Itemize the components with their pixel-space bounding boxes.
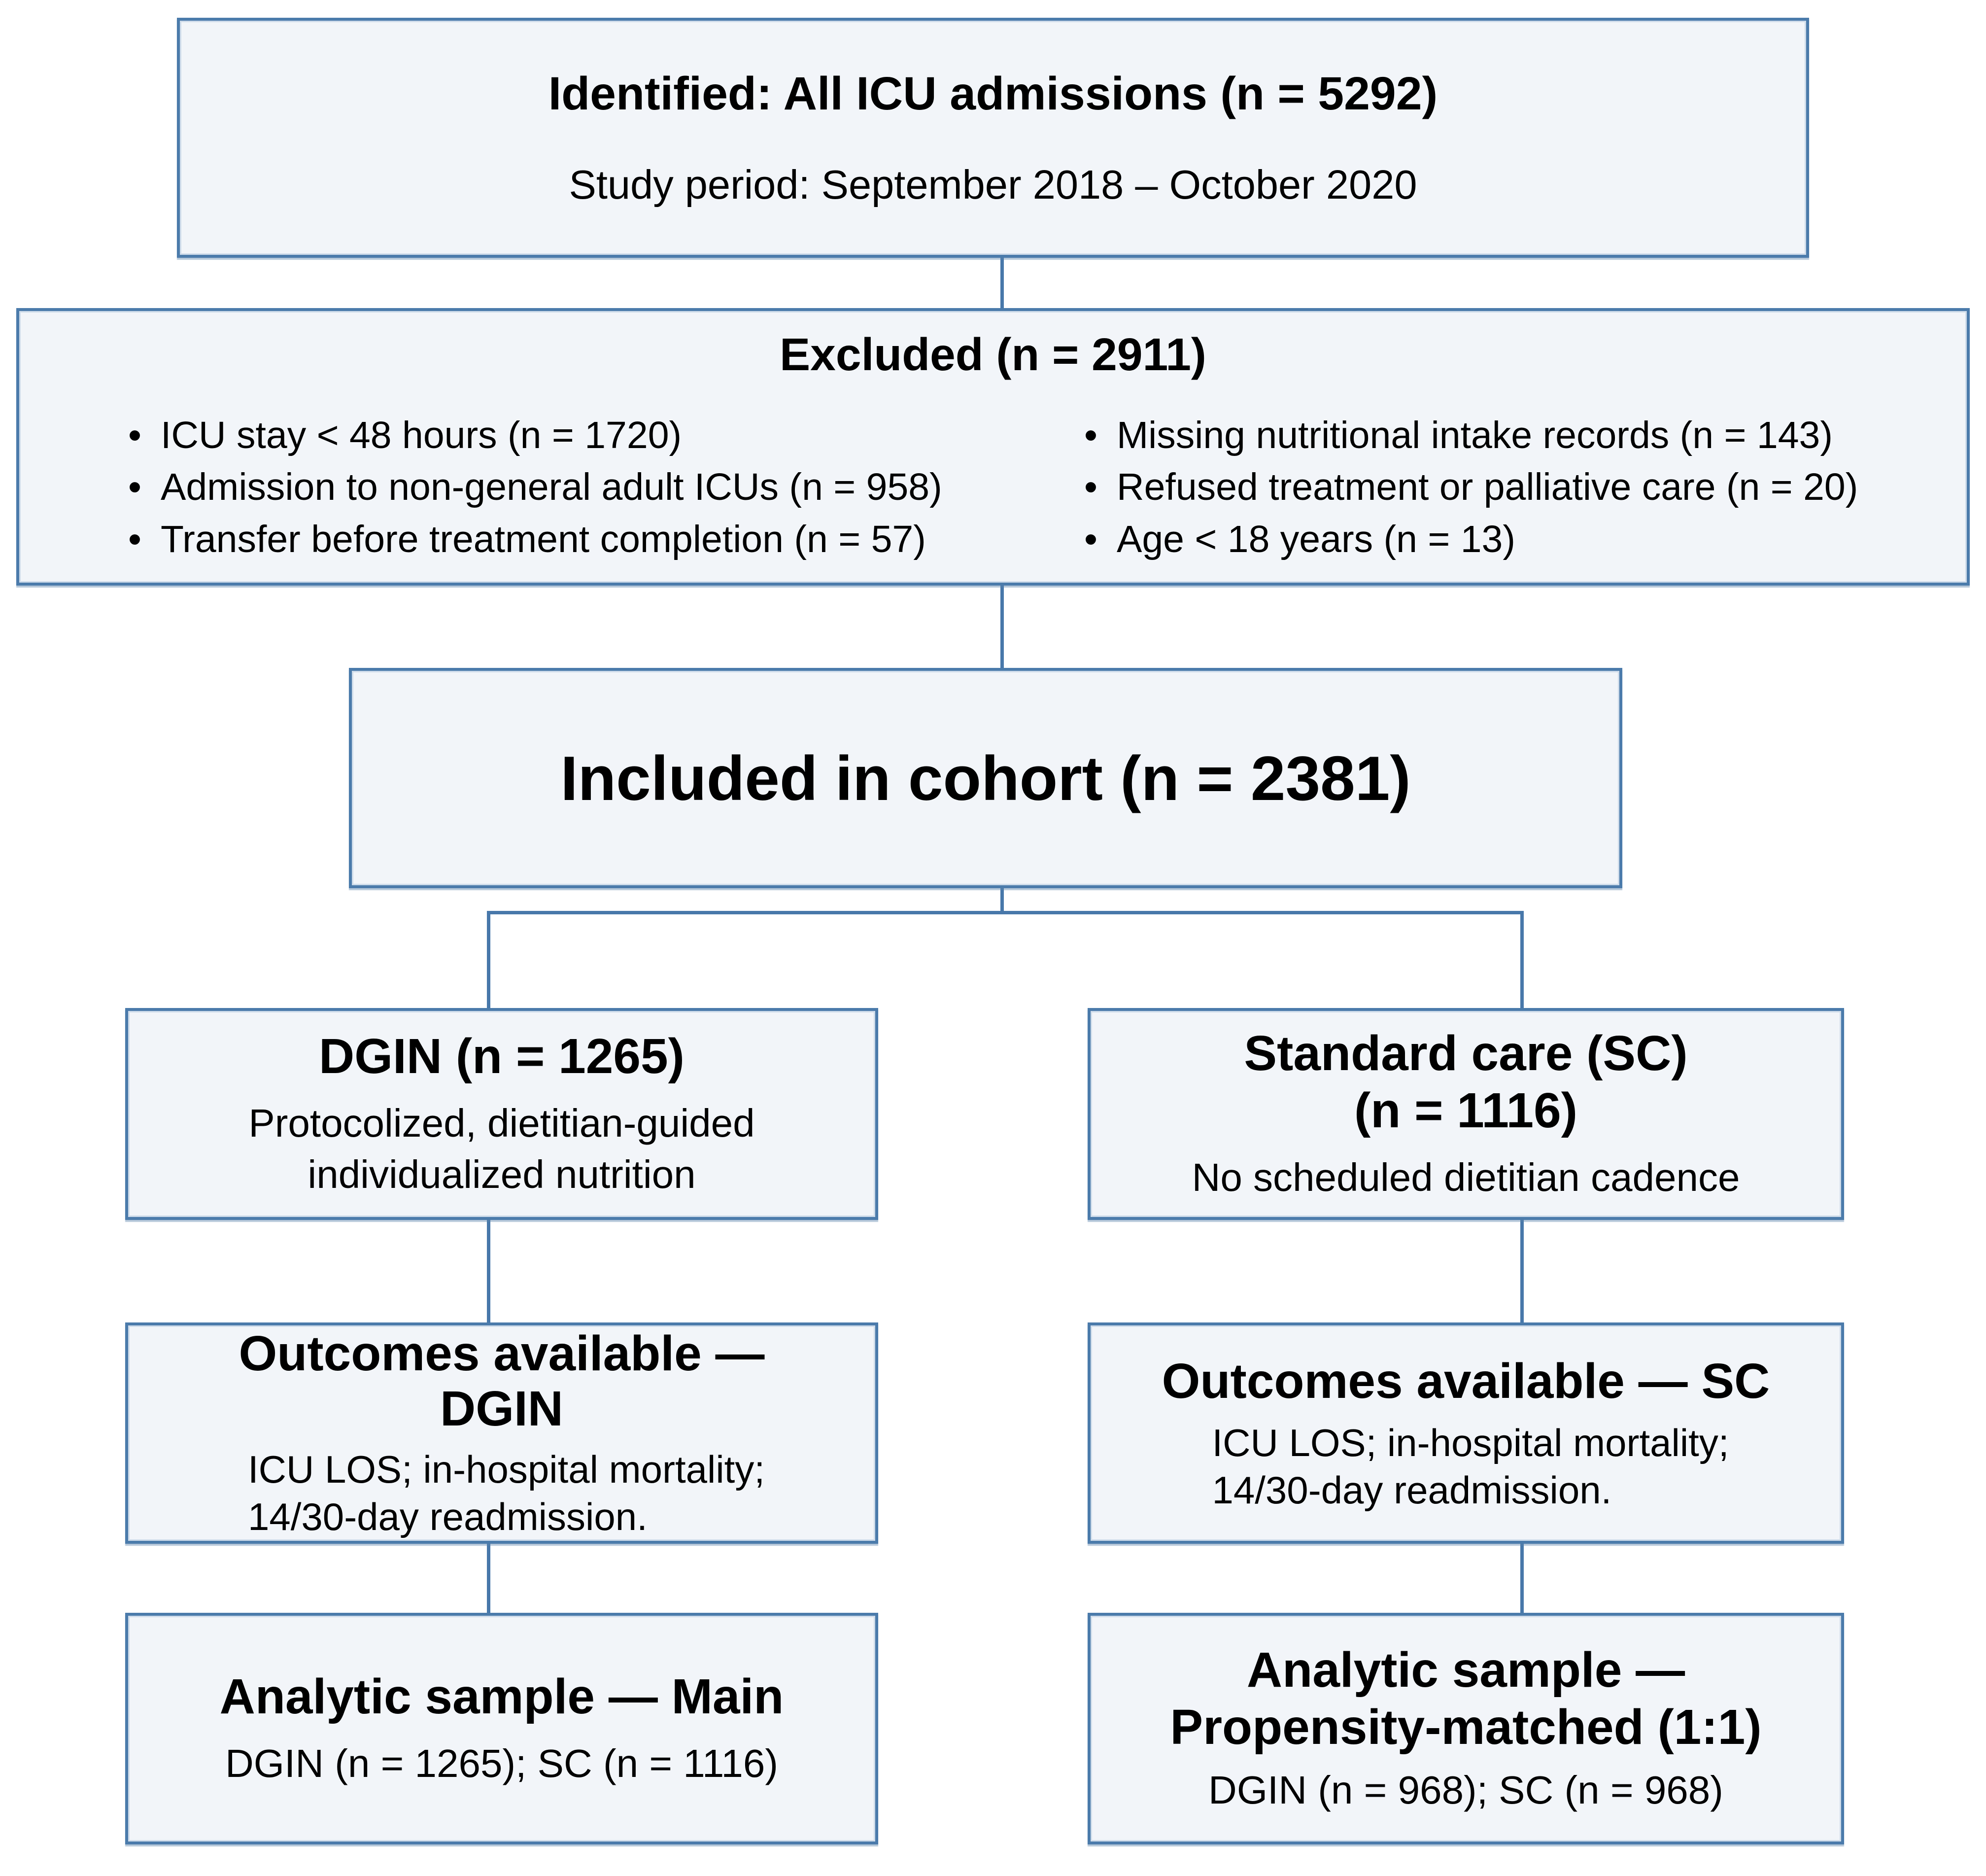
- analytic-main-title: Analytic sample — Main: [219, 1669, 784, 1724]
- connector-outcomes-to-analytic-left: [487, 1544, 490, 1613]
- connector-branch-horizontal: [487, 911, 1524, 914]
- standard-care-description: No scheduled dietitian cadence: [1192, 1155, 1740, 1199]
- excluded-item: Admission to non-general adult ICUs (n =…: [125, 461, 1081, 514]
- identified-box: Identified: All ICU admissions (n = 5292…: [177, 18, 1809, 258]
- connector-included-stub: [1000, 888, 1004, 914]
- analytic-main-counts: DGIN (n = 1265); SC (n = 1116): [225, 1741, 778, 1785]
- excluded-item: Age < 18 years (n = 13): [1081, 514, 1952, 566]
- excluded-list-right: Missing nutritional intake records (n = …: [1081, 410, 1952, 566]
- excluded-item: Transfer before treatment completion (n …: [125, 514, 1081, 566]
- excluded-list-left: ICU stay < 48 hours (n = 1720) Admission…: [125, 410, 1081, 566]
- outcomes-dgin-title: Outcomes available — DGIN: [239, 1325, 765, 1436]
- study-period-subtitle: Study period: September 2018 – October 2…: [569, 162, 1417, 208]
- connector-sc-to-outcomes: [1520, 1220, 1524, 1322]
- dgin-arm-box: DGIN (n = 1265) Protocolized, dietitian-…: [125, 1008, 878, 1220]
- dgin-arm-title: DGIN (n = 1265): [319, 1029, 685, 1084]
- standard-care-title-line2: (n = 1116): [1354, 1083, 1578, 1138]
- analytic-main-box: Analytic sample — Main DGIN (n = 1265); …: [125, 1613, 878, 1844]
- connector-identified-to-excluded: [1000, 258, 1004, 308]
- connector-excluded-to-included: [1000, 586, 1004, 668]
- included-box: Included in cohort (n = 2381): [349, 668, 1622, 888]
- connector-branch-right-drop: [1520, 911, 1524, 1008]
- excluded-title: Excluded (n = 2911): [780, 328, 1206, 380]
- outcomes-sc-list: ICU LOS; in-hospital mortality; 14/30-da…: [1212, 1421, 1729, 1512]
- analytic-matched-box: Analytic sample — Propensity-matched (1:…: [1088, 1613, 1844, 1844]
- outcomes-sc-title: Outcomes available — SC: [1162, 1353, 1770, 1409]
- connector-branch-left-drop: [487, 911, 490, 1008]
- identified-title: Identified: All ICU admissions (n = 5292…: [548, 68, 1438, 120]
- outcomes-dgin-list: ICU LOS; in-hospital mortality; 14/30-da…: [248, 1447, 765, 1538]
- outcomes-dgin-box: Outcomes available — DGIN ICU LOS; in-ho…: [125, 1322, 878, 1544]
- dgin-arm-description: Protocolized, dietitian-guided individua…: [248, 1101, 755, 1196]
- standard-care-arm-box: Standard care (SC) (n = 1116) No schedul…: [1088, 1008, 1844, 1220]
- excluded-item: ICU stay < 48 hours (n = 1720): [125, 410, 1081, 462]
- connector-outcomes-to-analytic-right: [1520, 1544, 1524, 1613]
- excluded-item: Missing nutritional intake records (n = …: [1081, 410, 1952, 462]
- excluded-box: Excluded (n = 2911) ICU stay < 48 hours …: [16, 308, 1970, 586]
- excluded-bullet-columns: ICU stay < 48 hours (n = 1720) Admission…: [34, 410, 1952, 566]
- standard-care-title-line1: Standard care (SC): [1244, 1026, 1688, 1081]
- analytic-matched-counts: DGIN (n = 968); SC (n = 968): [1208, 1768, 1723, 1812]
- connector-dgin-to-outcomes: [487, 1220, 490, 1322]
- included-title: Included in cohort (n = 2381): [560, 743, 1411, 813]
- analytic-matched-title: Analytic sample — Propensity-matched (1:…: [1170, 1642, 1762, 1755]
- excluded-item: Refused treatment or palliative care (n …: [1081, 461, 1952, 514]
- outcomes-sc-box: Outcomes available — SC ICU LOS; in-hosp…: [1088, 1322, 1844, 1544]
